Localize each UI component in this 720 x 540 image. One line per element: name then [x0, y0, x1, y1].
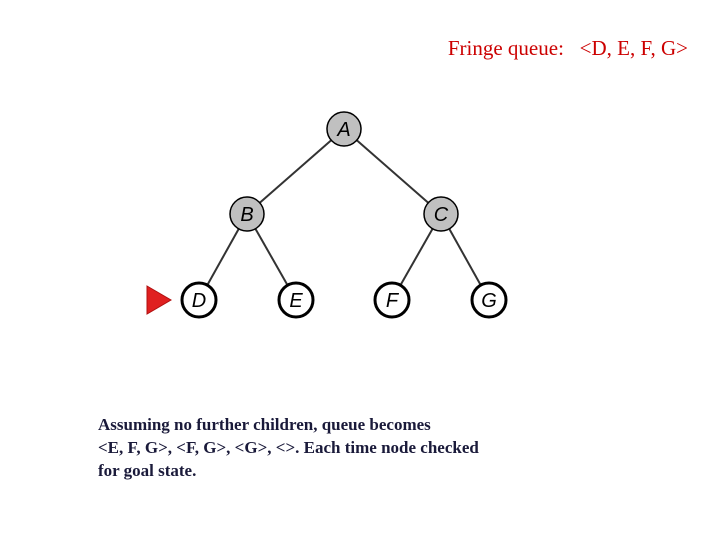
- node-f-label: F: [386, 290, 400, 312]
- node-e-label: E: [289, 290, 303, 312]
- node-f: F: [373, 281, 411, 319]
- current-node-arrow-icon: [146, 285, 172, 315]
- fringe-queue-label: Fringe queue:: [447, 36, 564, 60]
- fringe-queue-value: <D, E, F, G>: [579, 36, 688, 60]
- fringe-queue-title: Fringe queue: <D, E, F, G>: [448, 36, 688, 61]
- node-d: D: [180, 281, 218, 319]
- node-b: B: [229, 196, 265, 232]
- caption-line-2: <E, F, G>, <F, G>, <G>, <>. Each time no…: [98, 438, 479, 457]
- edge-B-E: [254, 228, 289, 286]
- node-e: E: [277, 281, 315, 319]
- node-c: C: [423, 196, 459, 232]
- caption-line-3: for goal state.: [98, 461, 197, 480]
- node-g-label: G: [481, 290, 497, 312]
- edge-A-C: [356, 139, 429, 204]
- current-node-pointer: [146, 285, 172, 315]
- edge-A-B: [259, 139, 332, 204]
- edge-B-D: [206, 228, 240, 286]
- node-b-circle: [229, 196, 265, 232]
- node-f-circle: [373, 281, 411, 319]
- node-c-circle: [423, 196, 459, 232]
- node-a-circle: [326, 111, 362, 147]
- edge-C-F: [399, 228, 434, 286]
- node-e-circle: [277, 281, 315, 319]
- node-g: G: [470, 281, 508, 319]
- caption-line-1: Assuming no further children, queue beco…: [98, 415, 431, 434]
- edge-C-G: [448, 228, 482, 286]
- node-c-label: C: [434, 204, 449, 226]
- node-a-label: A: [336, 119, 350, 141]
- node-d-circle: [180, 281, 218, 319]
- tree-nodes: A B C D E F G: [180, 111, 508, 319]
- node-g-circle: [470, 281, 508, 319]
- node-a: A: [326, 111, 362, 147]
- node-d-label: D: [192, 290, 206, 312]
- node-b-label: B: [240, 204, 253, 226]
- explanation-caption: Assuming no further children, queue beco…: [98, 413, 568, 482]
- tree-edges: [206, 139, 482, 286]
